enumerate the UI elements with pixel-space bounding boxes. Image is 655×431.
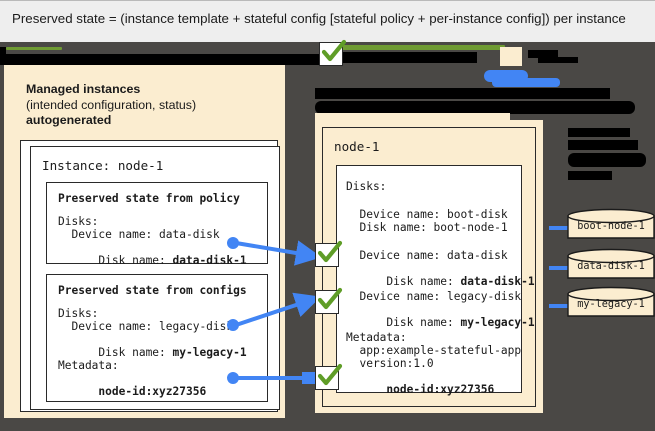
node-metadata-app: app:example-stateful-app [346,344,522,357]
preserved-state-configs-disks-label: Disks: [58,307,99,320]
redaction-bar-top-right [528,50,558,58]
redaction-bar-side-1 [568,128,630,137]
preserved-state-configs-nodeid: node-id:xyz27356 [84,385,207,399]
preserved-state-policy-disk-prefix: Disk name: [84,254,173,268]
redaction-bar-side-4 [568,171,612,180]
disk-node-data: data-disk-1 [567,248,655,286]
decor-cream-chip [500,47,522,66]
disk-cylinder-icon [567,208,655,239]
check-icon [321,39,347,62]
node-metadata-nodeid: node-id:xyz27356 [346,370,494,410]
redaction-bar-top-right-2 [538,57,578,63]
node-metadata-label: Metadata: [346,331,407,344]
redaction-bar-row1 [315,88,610,99]
disk-label: my-legacy-1 [577,299,645,310]
instance-label: Instance: node-1 [42,158,164,173]
disk-node-boot: boot-node-1 [567,208,655,246]
check-icon [317,363,343,386]
node-legacy-disk-value: my-legacy-1 [460,316,535,330]
disk-connector-legacy [549,304,571,308]
caption-text: Preserved state = (instance template + s… [12,11,626,26]
node-boot-disk: Disk name: boot-node-1 [346,221,508,234]
node-panel-tab [315,113,510,123]
decor-green-line-long [337,45,505,50]
preserved-state-configs-box [46,274,268,402]
managed-instances-title-line1: Managed instances [26,82,141,96]
node-data-disk: Disk name: data-disk-1 [346,262,535,302]
preserved-state-configs-disk-line: Disk name: my-legacy-1 [58,333,247,373]
node-metadata-nodeid-value: node-id:xyz27356 [372,383,495,397]
redaction-bar-top-strip [0,54,330,65]
preserved-state-configs-metadata-value: node-id:xyz27356 [58,372,206,412]
preserved-state-policy-device-line: Device name: data-disk [58,228,220,241]
preserved-state-configs-device-line: Device name: legacy-disk [58,320,234,333]
node-data-disk-prefix: Disk name: [372,275,461,289]
node-boot-device: Device name: boot-disk [346,208,508,221]
preserved-state-policy-disks-label: Disks: [58,215,99,228]
node-disks-label: Disks: [346,180,387,193]
disk-label: data-disk-1 [577,261,645,272]
disk-connector-boot [549,226,571,230]
node-data-disk-value: data-disk-1 [460,275,535,289]
decor-green-line [6,47,62,50]
caption-banner: Preserved state = (instance template + s… [0,0,655,42]
preserved-state-configs-disk-prefix: Disk name: [84,346,173,360]
bottom-strip [0,418,655,431]
preserved-state-configs-heading: Preserved state from configs [58,284,247,297]
decor-blue-blob-2 [492,78,560,87]
preserved-state-policy-box [46,182,268,264]
preserved-state-configs-disk-value: my-legacy-1 [172,346,247,360]
node-details-box [336,165,522,393]
node-legacy-disk-prefix: Disk name: [372,316,461,330]
check-icon [317,287,343,310]
redaction-bar-top-mid [337,52,477,63]
managed-instances-title: Managed instances (intended configuratio… [26,82,276,129]
preserved-state-configs-metadata-label: Metadata: [58,359,119,372]
preserved-state-policy-disk-line: Disk name: data-disk-1 [58,241,247,281]
preserved-state-policy-heading: Preserved state from policy [58,192,240,205]
redaction-bar-row2 [315,101,635,114]
redaction-bar-top-left [0,47,6,54]
node-label: node-1 [334,139,380,154]
disk-cylinder-icon [567,248,655,279]
disk-connector-data [549,266,571,270]
check-icon [317,240,343,263]
managed-instances-title-line3: autogenerated [26,113,112,127]
disk-node-legacy: my-legacy-1 [567,286,655,324]
managed-instances-title-line2: (intended configuration, status) [26,97,197,112]
preserved-state-policy-disk-value: data-disk-1 [172,254,247,268]
node-metadata-version: version:1.0 [346,357,434,370]
node-legacy-device: Device name: legacy-disk [346,290,522,303]
redaction-bar-side-2 [568,140,638,150]
redaction-bar-side-3 [568,153,646,167]
disk-label: boot-node-1 [577,221,645,232]
disk-cylinder-icon [567,286,655,317]
node-legacy-disk: Disk name: my-legacy-1 [346,303,535,343]
caption-top-rule [0,0,655,1]
node-data-device: Device name: data-disk [346,249,508,262]
